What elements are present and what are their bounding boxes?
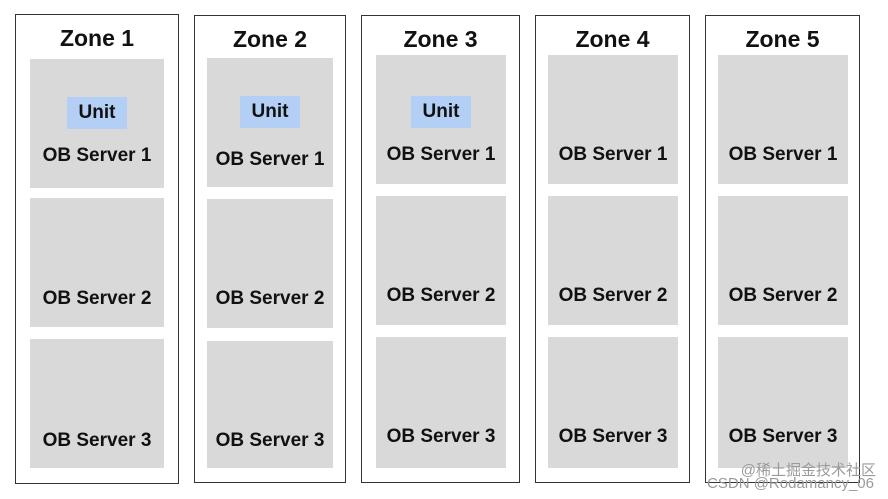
zone-5: Zone 5 OB Server 1 OB Server 2 OB Server… <box>705 15 860 483</box>
unit-badge: Unit <box>67 97 127 129</box>
server-label: OB Server 1 <box>728 144 838 165</box>
server-label: OB Server 3 <box>215 430 325 451</box>
server-label: OB Server 2 <box>386 285 496 306</box>
server-1: OB Server 1 <box>718 55 848 184</box>
server-3: OB Server 3 <box>30 339 164 468</box>
server-1: Unit OB Server 1 <box>30 59 164 188</box>
server-3: OB Server 3 <box>718 337 848 468</box>
server-1: OB Server 1 <box>548 55 678 184</box>
unit-badge: Unit <box>411 96 471 128</box>
server-label: OB Server 3 <box>386 426 496 447</box>
server-2: OB Server 2 <box>30 198 164 327</box>
zone-1: Zone 1 Unit OB Server 1 OB Server 2 OB S… <box>15 14 179 484</box>
unit-badge: Unit <box>240 96 300 128</box>
zone-title: Zone 1 <box>59 25 135 51</box>
zone-title: Zone 5 <box>745 26 820 52</box>
server-2: OB Server 2 <box>718 196 848 325</box>
server-1: Unit OB Server 1 <box>207 58 333 187</box>
server-label: OB Server 2 <box>215 288 325 309</box>
zone-3: Zone 3 Unit OB Server 1 OB Server 2 OB S… <box>361 15 520 483</box>
server-label: OB Server 1 <box>558 144 668 165</box>
zone-title: Zone 3 <box>403 26 478 52</box>
zone-title: Zone 2 <box>232 26 308 52</box>
server-2: OB Server 2 <box>548 196 678 325</box>
server-label: OB Server 2 <box>558 285 668 306</box>
server-2: OB Server 2 <box>207 199 333 328</box>
server-2: OB Server 2 <box>376 196 506 325</box>
server-label: OB Server 3 <box>728 426 838 447</box>
server-label: OB Server 1 <box>215 149 325 170</box>
server-label: OB Server 3 <box>42 430 152 451</box>
zone-4: Zone 4 OB Server 1 OB Server 2 OB Server… <box>535 15 690 483</box>
server-3: OB Server 3 <box>548 337 678 468</box>
watermark-line-1: @稀土掘金技术社区 <box>740 462 876 479</box>
server-label: OB Server 2 <box>728 285 838 306</box>
zone-title: Zone 4 <box>575 26 650 52</box>
server-1: Unit OB Server 1 <box>376 55 506 184</box>
server-label: OB Server 1 <box>42 145 152 166</box>
server-3: OB Server 3 <box>207 341 333 468</box>
server-label: OB Server 2 <box>42 288 152 309</box>
watermark-line-2: CSDN @Rodamancy_06 <box>707 475 874 492</box>
server-3: OB Server 3 <box>376 337 506 468</box>
server-label: OB Server 1 <box>386 144 496 165</box>
zone-2: Zone 2 Unit OB Server 1 OB Server 2 OB S… <box>194 15 346 483</box>
server-label: OB Server 3 <box>558 426 668 447</box>
